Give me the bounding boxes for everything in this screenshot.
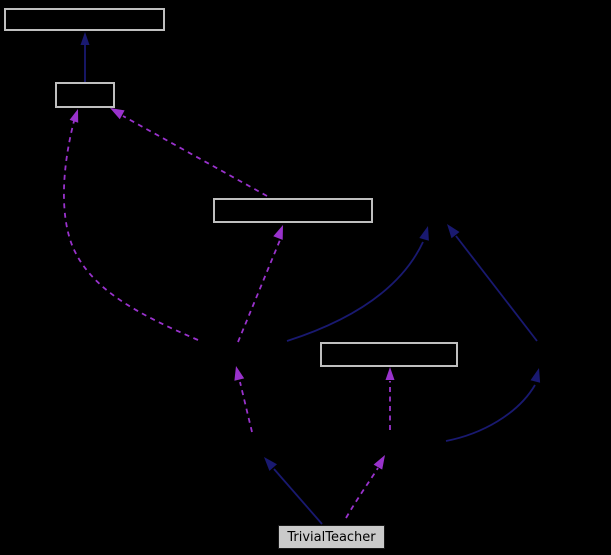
class-node-trivialteacher[interactable]: TrivialTeacher: [278, 525, 385, 549]
class-node-right[interactable]: [320, 342, 458, 367]
class-node-middle[interactable]: [213, 198, 373, 223]
edge-inheritance-curve-bottom-right: [445, 368, 541, 442]
edge-usage-up-center: [234, 366, 253, 433]
class-node-upper[interactable]: [55, 82, 115, 108]
edge-usage-curve-left-to-upper: [63, 109, 199, 341]
edge-inheritance-curve-center: [286, 226, 429, 342]
edge-inheritance-upper-to-top: [80, 32, 90, 82]
edge-usage-from-trivialteacher: [345, 455, 385, 519]
edge-usage-up-to-middle: [237, 225, 283, 343]
focus-node-label: TrivialTeacher: [287, 529, 376, 545]
edge-usage-middle-to-upper: [110, 108, 268, 197]
edge-inheritance-right-straight: [447, 224, 538, 342]
class-node-top[interactable]: [4, 8, 165, 31]
edge-inheritance-from-trivialteacher: [264, 457, 323, 525]
edge-usage-up-to-right-node: [385, 367, 395, 430]
